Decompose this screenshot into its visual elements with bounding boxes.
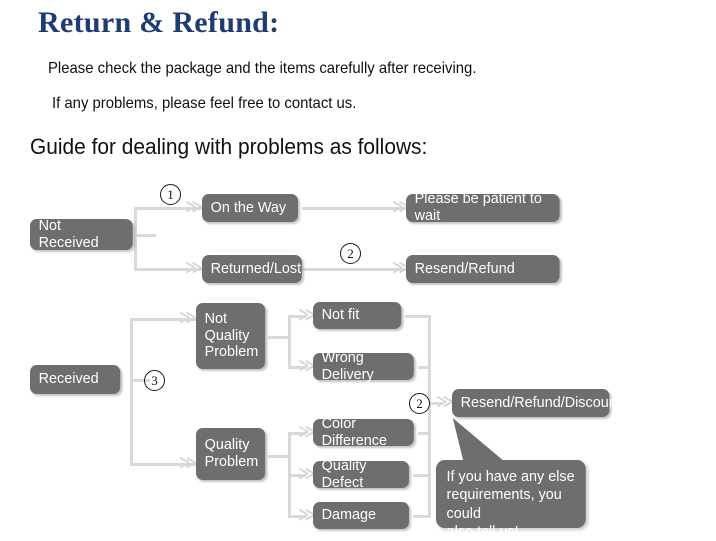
node-returned-lost[interactable]: Returned/Lost <box>202 255 302 283</box>
page-title: Return & Refund: <box>38 6 280 39</box>
node-resend-refund[interactable]: Resend/Refund <box>406 255 560 283</box>
connector-to-wrong-delivery <box>288 366 306 369</box>
collector-stub-color-difference <box>418 432 431 435</box>
connector-received-stub <box>130 379 150 382</box>
callout-bubble: If you have any else requirements, you c… <box>436 460 586 540</box>
node-not-quality-problem[interactable]: Not Quality Problem <box>196 303 266 369</box>
arrow-to-damage-icon: ≫ <box>298 505 316 525</box>
node-wrong-delivery[interactable]: Wrong Delivery <box>313 349 414 382</box>
connector-quality-stub <box>268 455 290 458</box>
node-on-the-way[interactable]: On the Way <box>202 194 298 222</box>
connector-on-the-way-to-wait <box>302 207 406 210</box>
collector-stub-damage <box>413 515 431 518</box>
node-not-received[interactable]: Not Received <box>30 217 133 250</box>
connector-to-color-difference <box>288 432 306 435</box>
connector-to-quality <box>130 463 196 466</box>
arrow-to-color-difference-icon: ≫ <box>298 422 316 442</box>
connector-not-received-stub <box>134 234 156 237</box>
connector-received-bracket <box>130 318 133 466</box>
connector-returned-lost-to-resend <box>302 268 406 271</box>
node-received[interactable]: Received <box>30 365 121 394</box>
arrow-to-quality-defect-icon: ≫ <box>298 464 316 484</box>
arrow-to-on-the-way-icon: ≫ <box>185 197 203 217</box>
collector-stub-wrong-delivery <box>418 366 431 369</box>
connector-to-on-the-way <box>134 207 202 210</box>
arrow-to-wrong-delivery-icon: ≫ <box>298 356 316 376</box>
arrow-to-returned-lost-icon: ≫ <box>185 258 203 278</box>
marker-three: 3 <box>144 370 165 391</box>
node-quality-defect[interactable]: Quality Defect <box>313 457 409 490</box>
connector-not-received-bracket <box>134 207 137 271</box>
arrow-to-resend-refund-icon: ≫ <box>392 258 410 278</box>
connector-to-resend-discount <box>428 402 442 405</box>
node-quality-problem[interactable]: Quality Problem <box>196 428 266 480</box>
node-please-be-patient[interactable]: Please be patient to wait <box>406 190 560 224</box>
node-resend-refund-discount[interactable]: Resend/Refund/Discount <box>452 389 621 417</box>
connector-to-returned-lost <box>134 268 202 271</box>
node-not-fit[interactable]: Not fit <box>313 302 402 329</box>
marker-two: 2 <box>340 243 361 264</box>
connector-to-not-quality <box>130 318 196 321</box>
marker-one: 1 <box>160 184 181 205</box>
node-color-difference[interactable]: Color Difference <box>313 415 414 448</box>
arrow-to-resend-discount-icon: ≫ <box>436 392 454 412</box>
node-damage[interactable]: Damage <box>313 502 409 529</box>
marker-two-b: 2 <box>409 393 430 414</box>
arrow-to-not-quality-icon: ≫ <box>179 308 197 328</box>
collector-stub-quality-defect <box>413 474 431 477</box>
connector-to-damage <box>288 515 306 518</box>
instruction-line-2: If any problems, please feel free to con… <box>52 95 357 112</box>
arrow-to-not-fit-icon: ≫ <box>298 305 316 325</box>
connector-not-quality-stub <box>268 336 290 339</box>
arrow-to-quality-icon: ≫ <box>179 453 197 473</box>
connector-not-quality-bracket <box>288 315 291 369</box>
arrow-to-please-wait-icon: ≫ <box>392 197 410 217</box>
collector-stub-not-fit <box>405 315 431 318</box>
connector-to-quality-defect <box>288 474 306 477</box>
guide-heading: Guide for dealing with problems as follo… <box>30 134 428 159</box>
collector-vertical-bar <box>428 315 431 518</box>
connector-to-not-fit <box>288 315 306 318</box>
instruction-line-1: Please check the package and the items c… <box>48 60 477 77</box>
